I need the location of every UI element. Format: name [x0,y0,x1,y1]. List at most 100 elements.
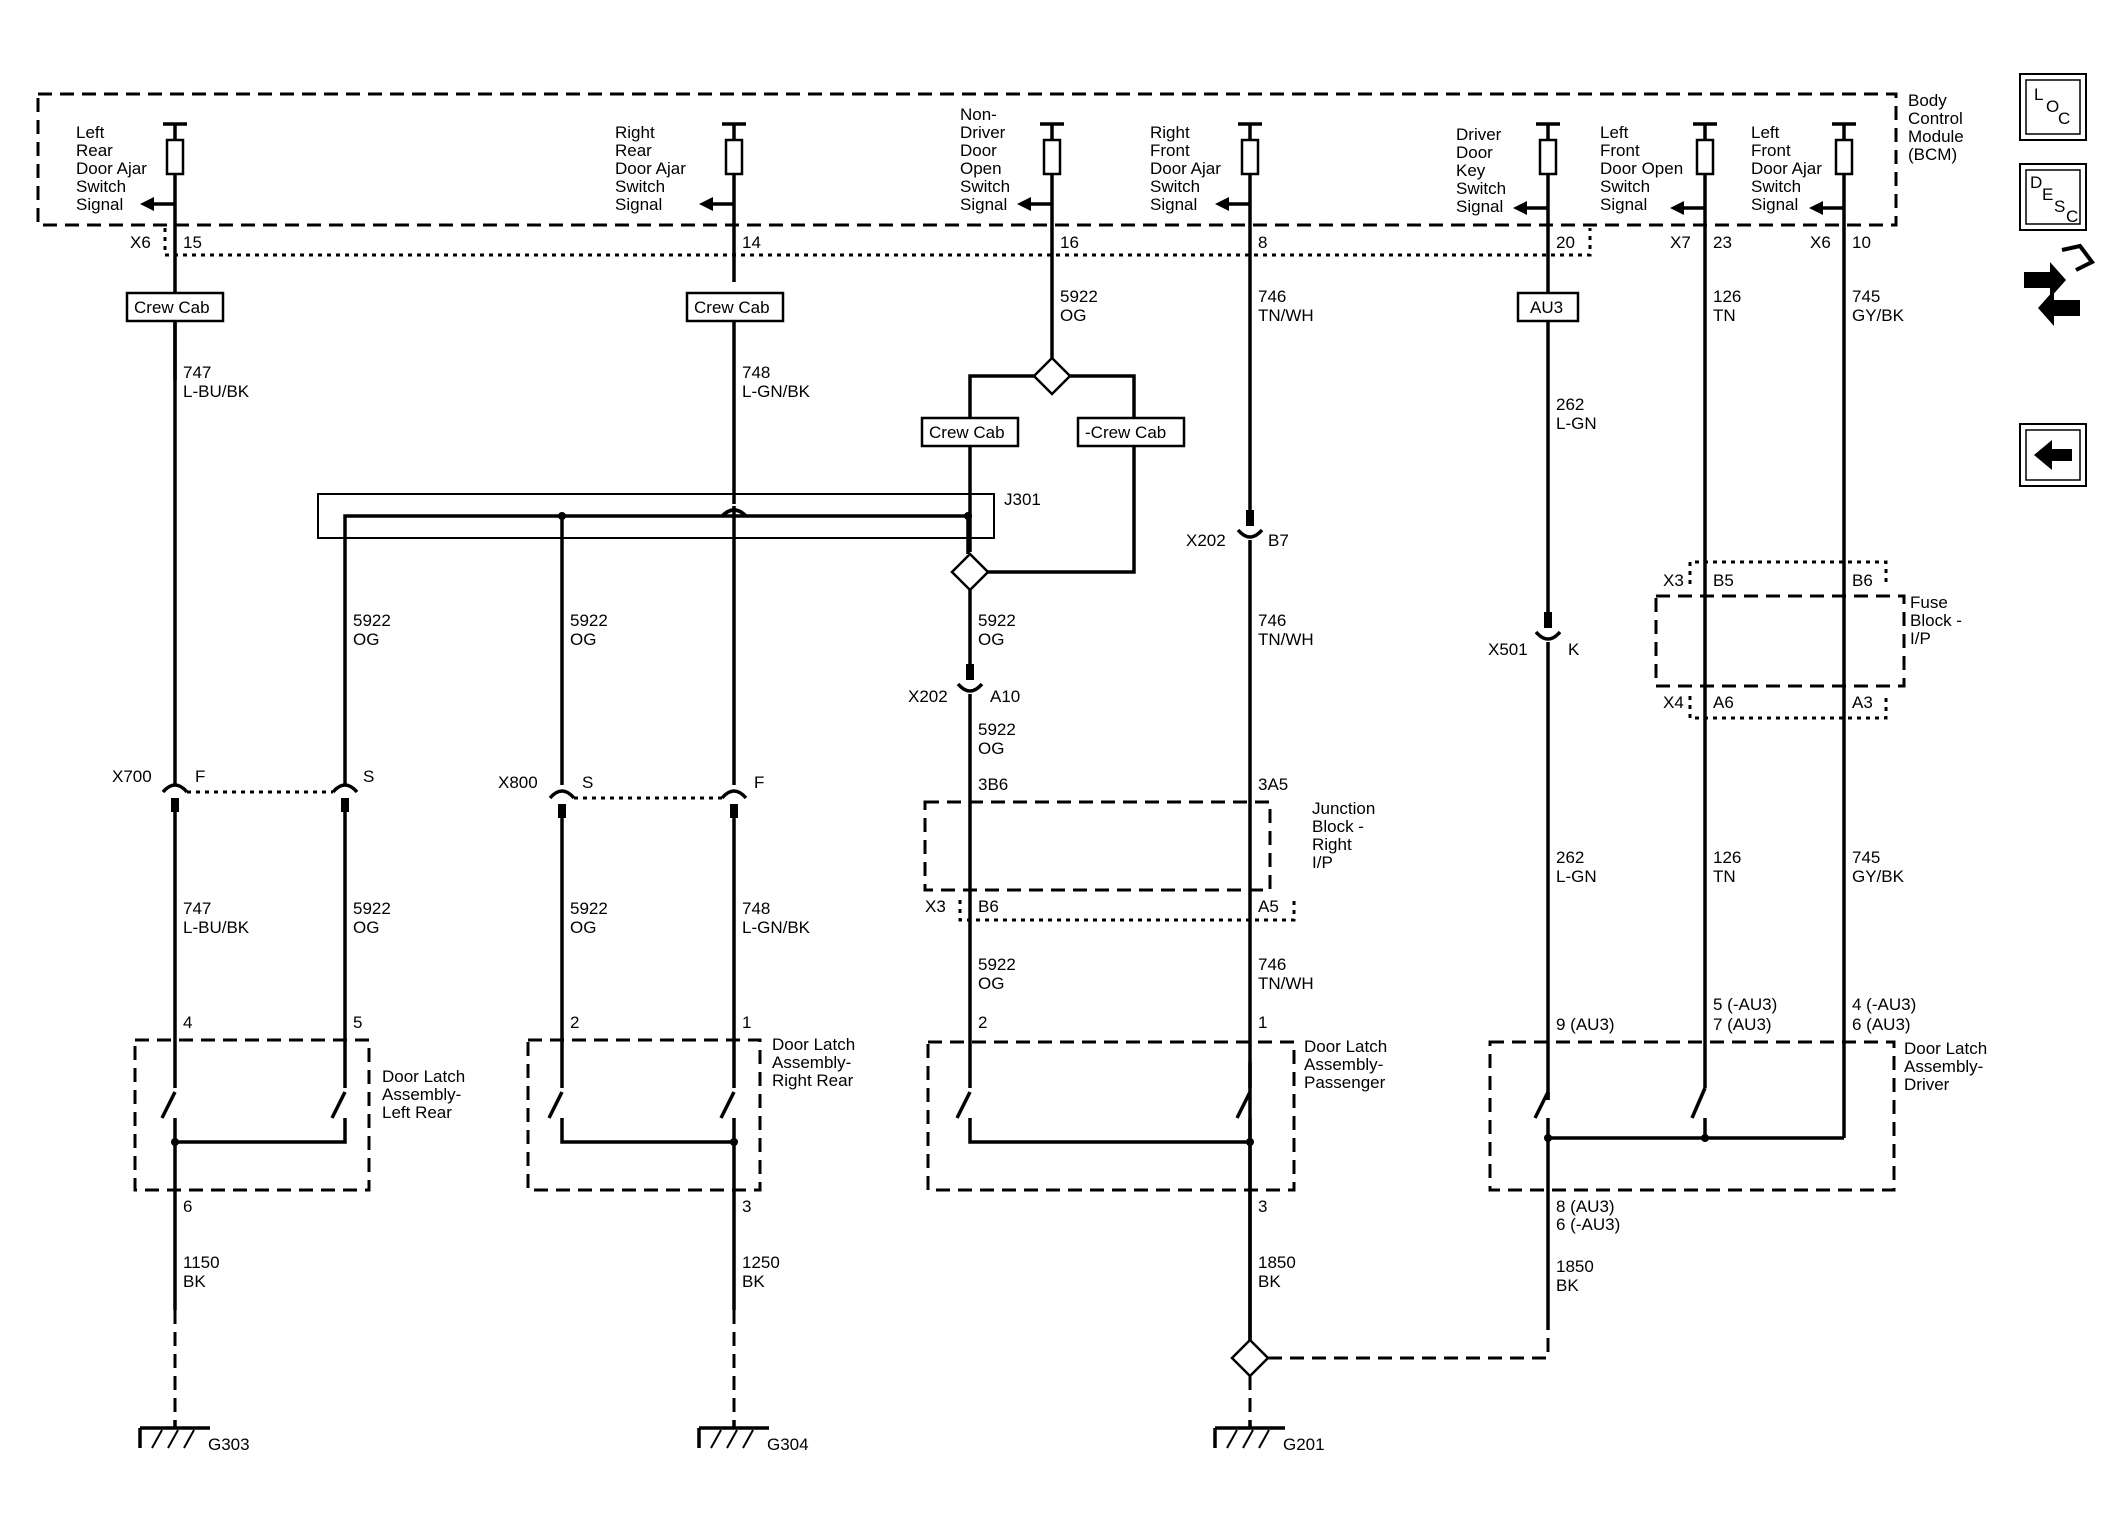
svg-text:A6: A6 [1713,693,1734,712]
signal-nd-l6: Signal [960,195,1007,214]
connector-x800: X800 S F [498,773,764,818]
svg-text:5922: 5922 [978,611,1016,630]
signal-lr-l4: Switch [76,177,126,196]
signal-nd-l5: Switch [960,177,1010,196]
fuse-block-ip: X3 B5 B6 X4 A6 A3 Fuse Block - I/P [1654,560,1962,720]
pin-20: 20 [1556,233,1575,252]
svg-text:Block -: Block - [1910,611,1962,630]
svg-text:3A5: 3A5 [1258,775,1288,794]
svg-text:Junction: Junction [1312,799,1375,818]
svg-text:F: F [195,767,205,786]
crew-cab-split: Crew Cab -Crew Cab [920,356,1186,592]
svg-text:5922: 5922 [353,611,391,630]
svg-text:5: 5 [353,1013,362,1032]
door-latch-passenger: 2 1 Door Latch Assembly- Passenger 3 [926,1013,1387,1216]
pin-10: 10 [1852,233,1871,252]
svg-text:L-GN: L-GN [1556,414,1597,433]
signal-rf-l1: Right [1150,123,1190,142]
svg-text:OG: OG [1060,306,1086,325]
svg-text:X4: X4 [1663,693,1684,712]
bcm-pin-left-front-open: Left Front Door Open Switch Signal X7 23 [1600,122,1732,1088]
svg-text:B6: B6 [1852,571,1873,590]
svg-text:1: 1 [742,1013,751,1032]
signal-rf-l5: Signal [1150,195,1197,214]
svg-text:7 (AU3): 7 (AU3) [1713,1015,1772,1034]
signal-nd-l4: Open [960,159,1002,178]
signal-rr-l4: Switch [615,177,665,196]
svg-text:745: 745 [1852,848,1880,867]
svg-text:D: D [2030,173,2042,192]
svg-text:1850: 1850 [1258,1253,1296,1272]
svg-text:BK: BK [183,1272,206,1291]
svg-text:AU3: AU3 [1530,298,1563,317]
svg-text:F: F [754,773,764,792]
bcm-pin-right-rear: Right Rear Door Ajar Switch Signal 14 [615,122,761,282]
description-view-button[interactable]: D E S C [2019,163,2087,231]
svg-text:TN/WH: TN/WH [1258,306,1314,325]
wire-label-746-top: 746 TN/WH [1258,287,1314,325]
svg-text:Crew Cab: Crew Cab [929,423,1005,442]
option-no-crew-cab [1076,416,1186,448]
svg-text:Fuse: Fuse [1910,593,1948,612]
location-view-button[interactable]: L O C [2019,73,2087,141]
wire-label-745-top: 745 GY/BK [1852,287,1905,325]
svg-text:O: O [2046,97,2059,116]
svg-text:X202: X202 [908,687,948,706]
svg-text:X202: X202 [1186,531,1226,550]
svg-text:Door Latch: Door Latch [1304,1037,1387,1056]
svg-text:G304: G304 [767,1435,809,1454]
door-latch-left-rear: 4 5 Door Latch Assembly- Left Rear 6 [133,1013,465,1310]
svg-text:5922: 5922 [978,720,1016,739]
wire-label-262-low: 262 L-GN [1556,848,1597,886]
svg-text:X800: X800 [498,773,538,792]
svg-text:262: 262 [1556,395,1584,414]
connector-x700: X700 F S [112,767,374,812]
svg-text:OG: OG [353,630,379,649]
wire-label-5922-top: 5922 OG [1060,287,1098,325]
connector-swap-icon[interactable] [2024,243,2096,326]
back-arrow-button[interactable] [2019,423,2087,487]
svg-text:OG: OG [978,974,1004,993]
signal-rf-l2: Front [1150,141,1190,160]
svg-text:Door Latch: Door Latch [1904,1039,1987,1058]
wire-label-747-top: 747 L-BU/BK [183,363,250,401]
svg-text:Assembly-: Assembly- [1304,1055,1383,1074]
svg-text:5922: 5922 [353,899,391,918]
bcm-pin-left-front-ajar: Left Front Door Ajar Switch Signal X6 10 [1751,122,1871,1138]
signal-dk-l2: Door [1456,143,1493,162]
svg-text:4 (-AU3): 4 (-AU3) [1852,995,1916,1014]
pin-16: 16 [1060,233,1079,252]
svg-text:Driver: Driver [1904,1075,1950,1094]
svg-text:9 (AU3): 9 (AU3) [1556,1015,1615,1034]
ground-g304: G304 [697,1420,809,1454]
svg-text:B6: B6 [978,897,999,916]
svg-text:L: L [2034,85,2043,104]
svg-text:L-BU/BK: L-BU/BK [183,918,250,937]
svg-text:3: 3 [742,1197,751,1216]
wire-label-5922-c: 5922 OG [978,611,1016,649]
signal-lfo-l4: Switch [1600,177,1650,196]
signal-nd-l1: Non- [960,105,997,124]
svg-text:Right: Right [1312,835,1352,854]
svg-text:5922: 5922 [1060,287,1098,306]
svg-text:G201: G201 [1283,1435,1325,1454]
svg-text:K: K [1568,640,1580,659]
svg-text:2: 2 [978,1013,987,1032]
svg-text:TN/WH: TN/WH [1258,630,1314,649]
svg-text:746: 746 [1258,955,1286,974]
wire-label-1250: 1250 BK [742,1253,780,1291]
signal-lfo-l3: Door Open [1600,159,1683,178]
svg-text:OG: OG [978,630,1004,649]
svg-text:B7: B7 [1268,531,1289,550]
signal-lr-l3: Door Ajar [76,159,147,178]
bcm-pin-non-driver: Non- Driver Door Open Switch Signal 16 [960,105,1079,358]
svg-text:J301: J301 [1004,490,1041,509]
bcm-label-1: Body [1908,91,1947,110]
svg-text:BK: BK [1556,1276,1579,1295]
pin-14: 14 [742,233,761,252]
wire-label-746-low: 746 TN/WH [1258,955,1314,993]
svg-text:6: 6 [183,1197,192,1216]
svg-text:Crew Cab: Crew Cab [134,298,210,317]
wire-label-5922-d: 5922 OG [353,899,391,937]
